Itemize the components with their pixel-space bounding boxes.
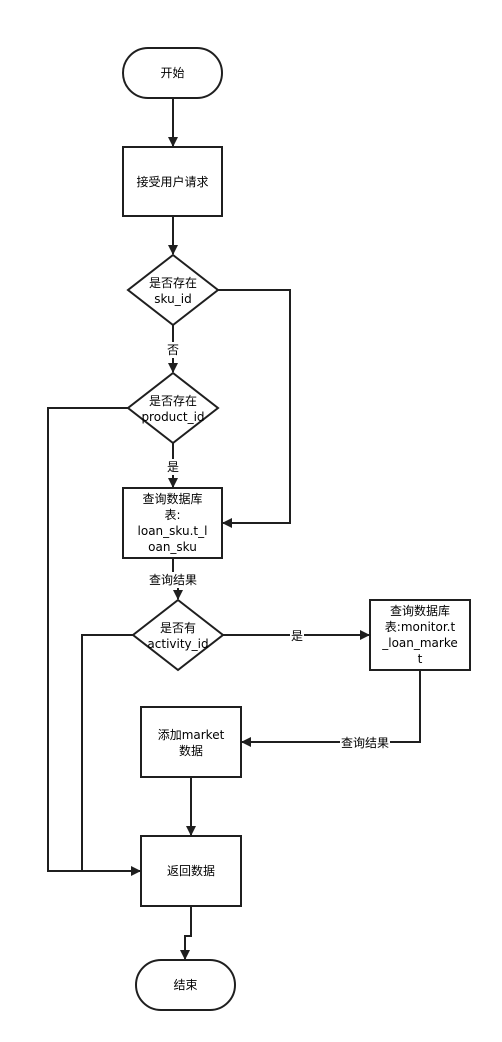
end-label: 结束 bbox=[173, 978, 198, 992]
edge-label-sku-no: 否 bbox=[166, 342, 181, 358]
edge-label-monitor-result: 查询结果 bbox=[340, 735, 391, 751]
edge-activity-no-to-return bbox=[81, 634, 133, 871]
return-data-box bbox=[140, 835, 242, 907]
edge-label-loan-sku-result: 查询结果 bbox=[148, 572, 199, 588]
add-market-label: 添加market 数据 bbox=[157, 728, 225, 758]
receive-request-label: 接受用户请求 bbox=[136, 175, 209, 189]
add-market-box bbox=[140, 706, 242, 778]
check-activity-diamond bbox=[131, 598, 225, 672]
end-terminal bbox=[135, 959, 236, 1011]
query-loan-sku-box bbox=[122, 487, 223, 559]
edge-sku-yes-to-loan-sku bbox=[218, 289, 291, 528]
check-sku-label: 是否存在 sku_id bbox=[148, 276, 197, 306]
edge-monitor-to-add-market bbox=[241, 670, 421, 747]
query-monitor-box bbox=[369, 599, 471, 671]
edge-label-activity-yes: 是 bbox=[290, 628, 305, 644]
start-label: 开始 bbox=[160, 66, 185, 80]
receive-request-box bbox=[122, 146, 223, 217]
edge-label-product-yes: 是 bbox=[166, 459, 181, 475]
edge-product-no-to-return bbox=[47, 407, 141, 876]
check-activity-label: 是否有 activity_id bbox=[147, 621, 209, 651]
return-data-label: 返回数据 bbox=[166, 864, 215, 878]
query-monitor-label: 查询数据库 表:monitor.t _loan_marke t bbox=[382, 604, 458, 666]
edge-return-to-end bbox=[180, 906, 192, 960]
query-loan-sku-label: 查询数据库 表: loan_sku.t_l oan_sku bbox=[137, 492, 208, 554]
check-product-label: 是否存在 product_id bbox=[141, 394, 205, 424]
